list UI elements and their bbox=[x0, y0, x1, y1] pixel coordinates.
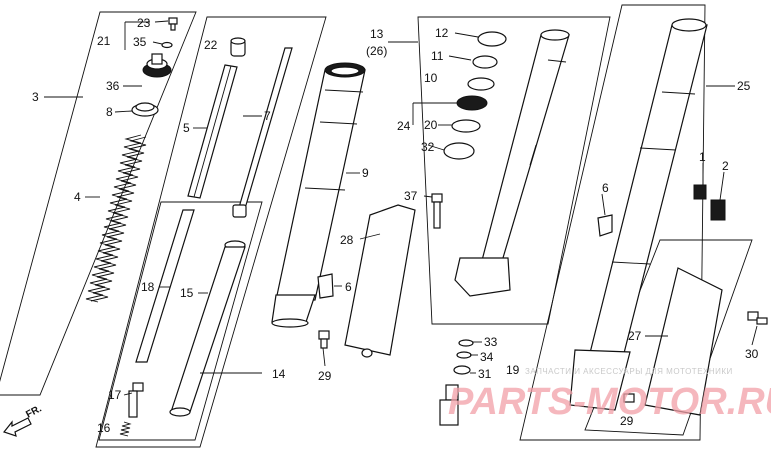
fork-spring-part-4 bbox=[85, 134, 147, 303]
dust-seal-part-12 bbox=[477, 31, 507, 47]
callout-11: 11 bbox=[431, 49, 444, 63]
bolt-part-23 bbox=[168, 17, 178, 31]
washer-part-24 bbox=[451, 119, 481, 133]
callout-21: 21 bbox=[97, 34, 111, 48]
callout-5: 5 bbox=[183, 121, 190, 135]
bolt-part-29-right bbox=[623, 393, 635, 403]
callout-12: 12 bbox=[435, 26, 449, 40]
callout-10: 10 bbox=[424, 71, 438, 85]
callout-22: 22 bbox=[204, 38, 218, 52]
callout-8: 8 bbox=[106, 105, 113, 119]
callout-labels: 23 21 35 22 3 36 8 5 7 4 18 15 17 16 14 … bbox=[32, 16, 759, 435]
outer-tube-part-25 bbox=[569, 18, 708, 411]
front-direction-marker: FR. bbox=[2, 403, 44, 437]
fork-guard-part-27 bbox=[644, 267, 723, 416]
callout-33: 33 bbox=[484, 335, 498, 349]
watermark: ЗАПЧАСТИ И АКСЕССУАРЫ ДЛЯ МОТОТЕХНИКИ PA… bbox=[448, 367, 771, 423]
callout-26: (26) bbox=[366, 44, 387, 58]
callout-37: 37 bbox=[404, 189, 418, 203]
callout-24: 24 bbox=[397, 119, 411, 133]
callout-34: 34 bbox=[480, 350, 494, 364]
frame-inner-tube-set bbox=[95, 16, 327, 448]
bolt-part-29-left bbox=[318, 330, 330, 349]
watermark-caption: ЗАПЧАСТИ И АКСЕССУАРЫ ДЛЯ МОТОТЕХНИКИ bbox=[525, 367, 733, 376]
callout-36: 36 bbox=[106, 79, 120, 93]
callout-20: 20 bbox=[424, 118, 438, 132]
callout-16: 16 bbox=[97, 421, 111, 435]
seal-parts bbox=[443, 31, 507, 160]
watermark-logo: PARTS-MOTOR.RU bbox=[448, 381, 771, 423]
callout-2: 2 bbox=[722, 159, 729, 173]
callout-28: 28 bbox=[340, 233, 354, 247]
frame-spring-set bbox=[0, 11, 197, 396]
fork-guard-part-28 bbox=[344, 204, 416, 358]
callout-30: 30 bbox=[745, 347, 759, 361]
bolt-part-19 bbox=[439, 384, 459, 426]
callout-17: 17 bbox=[108, 388, 122, 402]
callout-7: 7 bbox=[264, 109, 271, 123]
clip-part-6-right bbox=[597, 214, 613, 237]
callout-29-right: 29 bbox=[620, 414, 634, 428]
callout-23: 23 bbox=[137, 16, 151, 30]
leader-lines bbox=[44, 20, 758, 396]
clip-part-11 bbox=[472, 55, 498, 69]
clip-part-6-left bbox=[317, 273, 334, 299]
callout-35: 35 bbox=[133, 35, 147, 49]
damper-tube-part-14 bbox=[169, 240, 246, 417]
frame-seal-set bbox=[417, 16, 611, 325]
frame-damper-set bbox=[98, 201, 263, 441]
stopper-part-22 bbox=[230, 37, 246, 57]
callout-13: 13 bbox=[370, 27, 384, 41]
callout-14: 14 bbox=[272, 367, 286, 381]
callout-9: 9 bbox=[362, 166, 369, 180]
piston-rod-part-7 bbox=[232, 47, 293, 218]
callout-31: 31 bbox=[478, 367, 492, 381]
callout-15: 15 bbox=[180, 286, 194, 300]
outer-tube-part-9 bbox=[271, 62, 366, 328]
callout-29-left: 29 bbox=[318, 369, 332, 383]
callout-3: 3 bbox=[32, 90, 39, 104]
callout-1: 1 bbox=[699, 150, 706, 164]
callout-32: 32 bbox=[421, 140, 435, 154]
axle-holder-middle bbox=[454, 257, 511, 297]
small-spring-part-16 bbox=[119, 421, 132, 437]
assembly-frames bbox=[0, 4, 753, 448]
callout-18: 18 bbox=[141, 280, 155, 294]
front-arrow-icon bbox=[2, 417, 32, 437]
bracket-part-1 bbox=[693, 184, 707, 200]
bolt-part-17 bbox=[128, 382, 144, 418]
fork-cap-part-36 bbox=[142, 53, 172, 78]
bolt-part-30 bbox=[747, 311, 768, 325]
callout-27: 27 bbox=[628, 329, 642, 343]
rod-part-18 bbox=[135, 209, 195, 363]
o-ring-part-35 bbox=[161, 41, 173, 49]
bolt-part-37 bbox=[431, 193, 443, 229]
callout-6-left: 6 bbox=[345, 280, 352, 294]
callout-25: 25 bbox=[737, 79, 751, 93]
small-parts-33-31 bbox=[453, 339, 474, 375]
callout-6-right: 6 bbox=[602, 181, 609, 195]
bracket-part-2 bbox=[710, 199, 726, 221]
oil-seal-part-10 bbox=[467, 77, 495, 91]
seal-part-32 bbox=[443, 142, 475, 160]
frame-right-fork bbox=[519, 4, 706, 441]
collar-part-8 bbox=[131, 102, 159, 117]
callout-19: 19 bbox=[506, 363, 520, 377]
callout-4: 4 bbox=[74, 190, 81, 204]
front-label: FR. bbox=[24, 403, 44, 420]
bushing-part-20 bbox=[456, 95, 488, 111]
